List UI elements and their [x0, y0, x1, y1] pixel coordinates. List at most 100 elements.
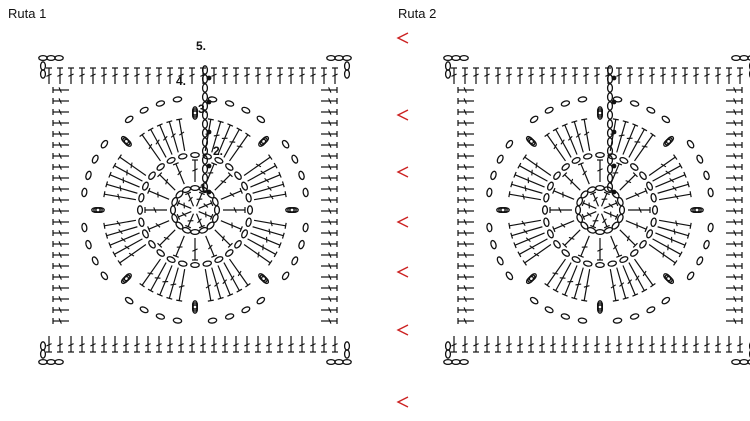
double-crochet-stitch	[178, 67, 184, 84]
chain-stitch	[451, 54, 461, 62]
double-crochet-stitch	[57, 336, 63, 353]
double-crochet-stitch	[457, 208, 474, 214]
chain-stitch	[459, 358, 469, 366]
chain-stitch	[289, 206, 299, 214]
double-crochet-stitch	[255, 336, 261, 353]
chain-stitch	[444, 69, 452, 79]
double-crochet-stitch	[68, 67, 74, 84]
double-crochet-stitch	[517, 67, 523, 84]
double-crochet-stitch	[254, 191, 287, 201]
double-crochet-stitch	[172, 162, 185, 185]
double-crochet-stitch	[233, 67, 239, 84]
round-1	[169, 184, 221, 236]
chain-stitch	[694, 206, 704, 214]
double-crochet-stitch	[451, 67, 457, 84]
chain-stitch	[38, 358, 48, 366]
double-crochet-stitch	[321, 197, 338, 203]
chain-stitch	[544, 106, 554, 114]
chain-stitch	[156, 163, 165, 171]
double-crochet-stitch	[195, 213, 205, 229]
double-crochet-stitch	[616, 67, 622, 84]
chain-stitch	[665, 275, 675, 285]
chain-stitch	[505, 271, 514, 281]
chain-stitch	[606, 128, 614, 138]
double-crochet-stitch	[539, 67, 545, 84]
chain-stitch	[136, 205, 144, 215]
chain-stitch	[529, 115, 539, 124]
chain-stitch	[607, 260, 618, 267]
double-crochet-stitch	[726, 219, 743, 225]
double-crochet-stitch	[660, 336, 666, 353]
double-crochet-stitch	[609, 269, 619, 302]
double-crochet-stitch	[252, 181, 285, 194]
double-crochet-stitch	[590, 191, 600, 207]
chain-stitch	[190, 151, 200, 159]
double-crochet-stitch	[112, 336, 118, 353]
double-crochet-stitch	[561, 123, 578, 155]
double-crochet-stitch	[156, 265, 173, 297]
double-crochet-stitch	[528, 67, 534, 84]
double-crochet-stitch	[581, 210, 597, 220]
chain-stitch	[574, 205, 582, 215]
double-crochet-stitch	[52, 197, 69, 203]
double-crochet-stitch	[217, 265, 234, 297]
double-crochet-stitch	[562, 172, 581, 191]
chain-stitch	[577, 96, 588, 103]
chain-stitch	[291, 154, 299, 164]
double-crochet-stitch	[185, 191, 195, 207]
double-crochet-stitch	[625, 220, 648, 233]
chain-stitch	[553, 240, 561, 249]
double-crochet-stitch	[561, 67, 567, 84]
double-crochet-stitch	[52, 120, 69, 126]
double-crochet-stitch	[52, 164, 69, 170]
double-crochet-stitch	[192, 238, 198, 261]
motif-2	[443, 54, 750, 366]
double-crochet-stitch	[214, 172, 233, 191]
double-crochet-stitch	[517, 238, 548, 258]
round-label-4: 4.	[176, 74, 186, 88]
chain-stitch	[120, 135, 130, 145]
double-crochet-stitch	[176, 200, 192, 210]
double-crochet-stitch	[321, 164, 338, 170]
double-crochet-stitch	[657, 226, 690, 239]
double-crochet-stitch	[649, 336, 655, 353]
double-crochet-stitch	[157, 172, 176, 191]
double-crochet-stitch	[590, 213, 600, 229]
round-2	[136, 151, 254, 269]
double-crochet-stitch	[321, 318, 338, 324]
chain-stitch	[342, 358, 352, 366]
chain-stitch	[148, 240, 156, 249]
double-crochet-stitch	[229, 132, 251, 162]
double-crochet-stitch	[217, 123, 234, 155]
chain-stitch	[739, 358, 749, 366]
double-crochet-stitch	[655, 232, 687, 249]
double-crochet-stitch	[457, 153, 474, 159]
double-crochet-stitch	[52, 109, 69, 115]
chain-stitch	[629, 100, 640, 107]
chain-stitch	[201, 92, 209, 102]
double-crochet-stitch	[457, 263, 474, 269]
double-crochet-stitch	[594, 336, 600, 353]
double-crochet-stitch	[134, 67, 140, 84]
double-crochet-stitch	[52, 318, 69, 324]
double-crochet-stitch	[659, 219, 692, 229]
double-crochet-stitch	[655, 171, 687, 188]
chain-stitch	[54, 358, 64, 366]
chain-stitch	[214, 256, 224, 264]
chain-stitch	[639, 240, 647, 249]
double-crochet-stitch	[105, 181, 138, 194]
chain-stitch	[561, 163, 570, 171]
chain-stitch	[201, 119, 209, 129]
double-crochet-stitch	[619, 229, 638, 248]
double-crochet-stitch	[506, 67, 512, 84]
double-crochet-stitch	[510, 226, 543, 239]
double-crochet-stitch	[321, 208, 338, 214]
chain-stitch	[256, 115, 266, 124]
double-crochet-stitch	[550, 336, 556, 353]
double-crochet-stitch	[288, 67, 294, 84]
chain-stitch	[541, 205, 549, 215]
double-crochet-stitch	[495, 336, 501, 353]
double-crochet-stitch	[508, 219, 541, 229]
chain-stitch	[81, 222, 88, 233]
chain-stitch	[148, 171, 156, 180]
